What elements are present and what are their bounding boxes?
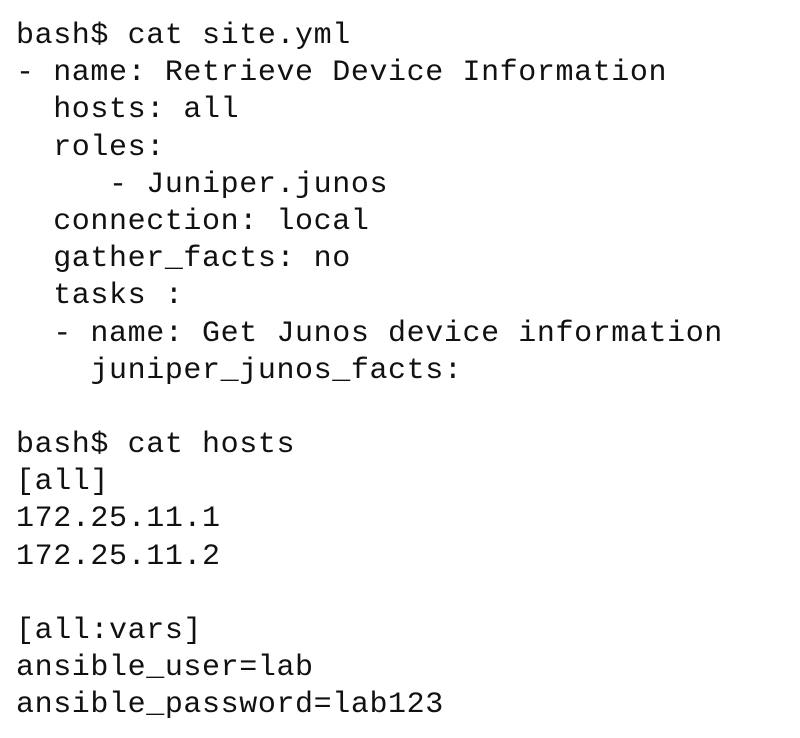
- task-module-line: juniper_junos_facts:: [16, 353, 463, 388]
- command-cat-hosts: bash$ cat hosts: [16, 428, 296, 463]
- tasks-line: tasks :: [16, 279, 184, 314]
- command-cat-site-yml: bash$ cat site.yml: [16, 19, 351, 53]
- connection-line: connection: local: [16, 204, 370, 239]
- ansible-password-line: ansible_password=lab123: [16, 688, 444, 723]
- inventory-group-vars: [all:vars]: [16, 614, 203, 648]
- blank-line: [16, 576, 800, 613]
- blank-line: [16, 390, 800, 427]
- inventory-group-all: [all]: [16, 465, 110, 500]
- roles-line: roles:: [16, 130, 165, 165]
- hosts-line: hosts: all: [16, 93, 240, 128]
- gather-facts-line: gather_facts: no: [16, 242, 351, 277]
- inventory-host-1: 172.25.11.1: [16, 502, 221, 537]
- inventory-host-2: 172.25.11.2: [16, 539, 221, 574]
- terminal-output: bash$ cat site.yml - name: Retrieve Devi…: [16, 18, 800, 725]
- play-name-line: - name: Retrieve Device Information: [16, 56, 668, 91]
- task-name-line: - name: Get Junos device information: [16, 316, 723, 351]
- role-item-line: - Juniper.junos: [16, 167, 389, 202]
- ansible-user-line: ansible_user=lab: [16, 651, 314, 686]
